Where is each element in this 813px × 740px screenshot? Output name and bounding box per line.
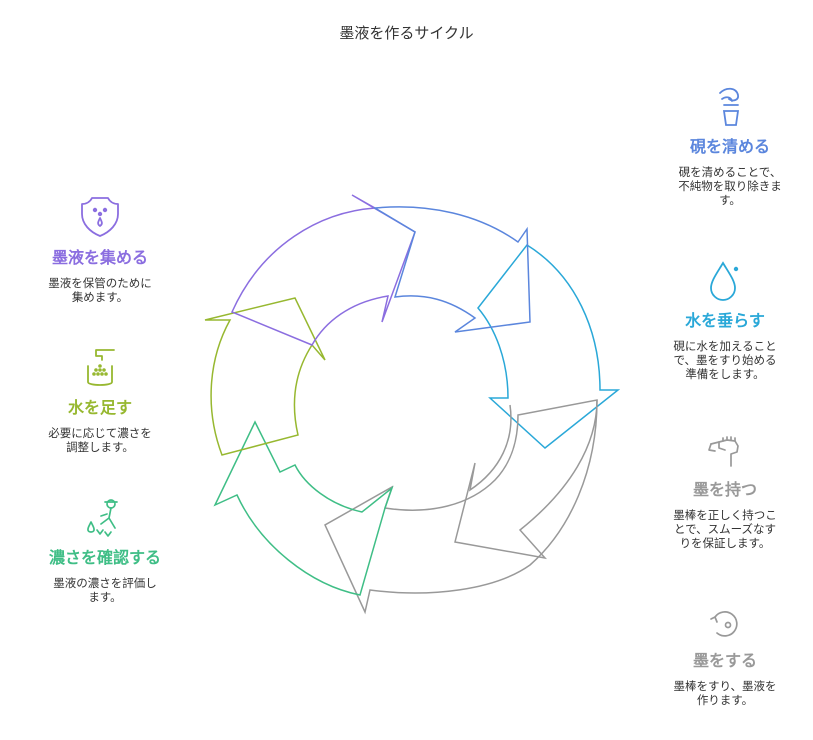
step-top-up-water: 水を足す 必要に応じて濃さを調整します。 (30, 346, 170, 454)
step-label: 墨をする (692, 651, 757, 670)
water-drop-icon (710, 261, 739, 301)
step-description: 墨棒をすり、墨液を作ります。 (673, 679, 777, 707)
cycle-arrow-green (213, 420, 394, 596)
step-description: 硯を清めることで、不純物を取り除きます。 (678, 165, 782, 207)
step-label: 墨を持つ (692, 480, 757, 499)
collect-vessel-icon (81, 197, 119, 237)
step-label: 水を垂らす (685, 311, 765, 330)
tap-bucket-icon (87, 349, 115, 386)
cycle-arrow-blue (372, 206, 531, 333)
step-description: 墨液を保管のために集めます。 (48, 276, 152, 304)
step-description: 墨棒を正しく持つことで、スムーズなすりを保証します。 (673, 508, 777, 550)
step-add-water: 水を垂らす 硯に水を加えることで、墨をすり始める準備をします。 (655, 257, 795, 381)
cycle-arrow-olive (204, 297, 326, 456)
step-description: 硯に水を加えることで、墨をすり始める準備をします。 (673, 339, 777, 381)
inspect-person-icon (87, 499, 118, 537)
hand-holding-icon (708, 436, 739, 467)
step-clean-inkstone: 硯を清める 硯を清めることで、不純物を取り除きます。 (655, 85, 805, 207)
cycle-arrow-gray (324, 399, 598, 615)
cycle-arrow-gray-2 (454, 399, 598, 560)
step-hold-ink: 墨を持つ 墨棒を正しく持つことで、スムーズなすりを保証します。 (655, 432, 795, 550)
step-description: 必要に応じて濃さを調整します。 (48, 426, 152, 454)
cycle-arrow-purple (230, 194, 416, 346)
rotate-icon (710, 611, 738, 637)
step-label: 水を足す (67, 398, 132, 417)
cycle-arrow-cyan (477, 244, 621, 449)
step-grind-ink: 墨をする 墨棒をすり、墨液を作ります。 (655, 603, 795, 707)
step-label: 硯を清める (689, 137, 770, 156)
step-label: 濃さを確認する (48, 548, 161, 567)
diagram-title: 墨液を作るサイクル (339, 24, 474, 42)
step-label: 墨液を集める (51, 248, 148, 267)
step-collect-ink: 墨液を集める 墨液を保管のために集めます。 (30, 194, 170, 304)
step-check-density: 濃さを確認する 墨液の濃さを評価します。 (30, 494, 180, 604)
step-description: 墨液の濃さを評価します。 (53, 576, 157, 604)
faucet-cup-icon (719, 87, 740, 126)
